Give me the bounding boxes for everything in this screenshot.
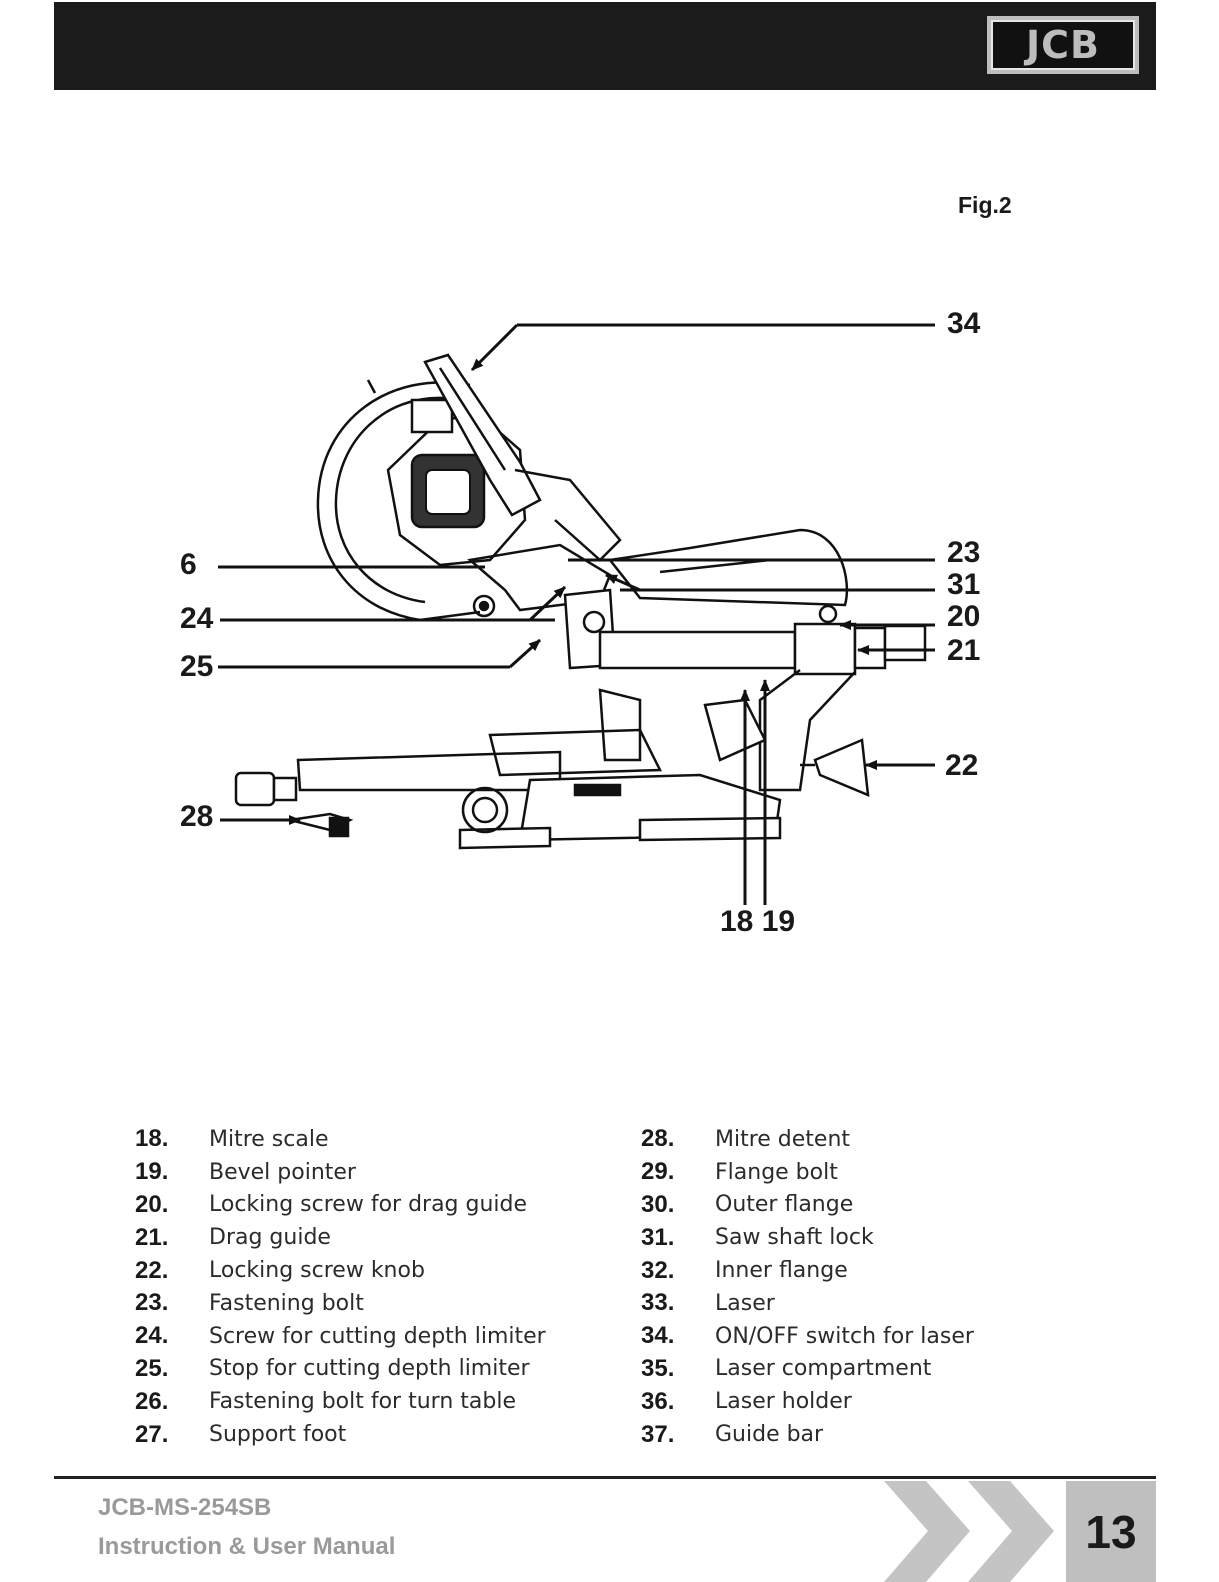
legend-item: 28. Mitre detent	[641, 1123, 974, 1156]
logo-plate: JCB	[991, 20, 1135, 70]
side-handle	[234, 771, 298, 807]
legend-text: Locking screw knob	[209, 1258, 425, 1284]
legend-number: 21.	[135, 1223, 169, 1251]
legend-text: ON/OFF switch for laser	[715, 1323, 974, 1349]
legend-item: 25. Stop for cutting depth limiter	[135, 1353, 546, 1386]
legend-number: 28.	[641, 1125, 675, 1153]
support-arm	[703, 669, 856, 792]
page-number: 13	[1085, 1505, 1137, 1558]
legend-number: 37.	[641, 1420, 675, 1448]
legend-number: 22.	[135, 1256, 169, 1284]
callout-34: 34	[947, 307, 981, 340]
legend-item: 37. Guide bar	[641, 1418, 974, 1451]
legend-number: 34.	[641, 1322, 675, 1350]
legend-number: 36.	[641, 1387, 675, 1415]
legend-text: Guide bar	[715, 1422, 824, 1448]
footer-model: JCB-MS-254SB	[98, 1494, 272, 1521]
legend-text: Fastening bolt for turn table	[209, 1389, 516, 1415]
legend-item: 34. ON/OFF switch for laser	[641, 1320, 974, 1353]
callout-21: 21	[947, 634, 981, 667]
legend-item: 26. Fastening bolt for turn table	[135, 1385, 546, 1418]
legend-item: 22. Locking screw knob	[135, 1254, 546, 1287]
motor-housing	[386, 398, 527, 567]
legend-item: 33. Laser	[641, 1287, 974, 1320]
logo-text: JCB	[1026, 23, 1100, 67]
leader-lines	[218, 323, 935, 905]
legend-item: 20. Locking screw for drag guide	[135, 1189, 546, 1222]
mitre-detent-graphic	[289, 812, 354, 838]
legend-item: 21. Drag guide	[135, 1221, 546, 1254]
legend-text: Bevel pointer	[209, 1159, 356, 1185]
legend-text: Saw shaft lock	[715, 1225, 874, 1251]
legend-text: Laser compartment	[715, 1356, 932, 1382]
legend-text: Inner flange	[715, 1258, 848, 1284]
legend-right: 28. Mitre detent 29. Flange bolt 30. Outer …	[641, 1123, 974, 1451]
legend-number: 31.	[641, 1223, 675, 1251]
legend-number: 29.	[641, 1158, 675, 1186]
callout-6: 6	[180, 548, 197, 581]
legend-text: Fastening bolt	[209, 1290, 364, 1316]
legend-number: 26.	[135, 1387, 169, 1415]
callout-23: 23	[947, 536, 981, 569]
slide-rail	[598, 528, 927, 676]
legend-number: 33.	[641, 1289, 675, 1317]
legend-text: Mitre detent	[715, 1126, 851, 1152]
legend-number: 24.	[135, 1322, 169, 1350]
legend-item: 30. Outer flange	[641, 1189, 974, 1222]
saw-handle	[423, 353, 622, 562]
legend-text: Stop for cutting depth limiter	[209, 1356, 530, 1382]
legend-item: 19. Bevel pointer	[135, 1156, 546, 1189]
legend-item: 27. Support foot	[135, 1418, 546, 1451]
jcb-logo: JCB	[987, 16, 1139, 74]
legend-number: 32.	[641, 1256, 675, 1284]
legend-text: Laser holder	[715, 1389, 852, 1415]
legend-text: Screw for cutting depth limiter	[209, 1323, 546, 1349]
legend-text: Mitre scale	[209, 1126, 329, 1152]
footer-divider	[54, 1476, 1156, 1479]
callout-31: 31	[947, 568, 981, 601]
header-bar	[54, 2, 1156, 90]
callout-25: 25	[180, 650, 214, 683]
callout-24: 24	[180, 602, 214, 635]
legend-text: Outer flange	[715, 1192, 854, 1218]
figure-label: Fig.2	[958, 192, 1012, 218]
legend-number: 30.	[641, 1190, 675, 1218]
legend-item: 35. Laser compartment	[641, 1353, 974, 1386]
legend-text: Locking screw for drag guide	[209, 1192, 528, 1218]
callout-22: 22	[945, 749, 979, 782]
legend-number: 23.	[135, 1289, 169, 1317]
mitre-saw-diagram	[218, 323, 935, 905]
legend-item: 23. Fastening bolt	[135, 1287, 546, 1320]
legend-item: 31. Saw shaft lock	[641, 1221, 974, 1254]
chevron-arrows-icon	[884, 1481, 1054, 1582]
legend-number: 27.	[135, 1420, 169, 1448]
legend-number: 35.	[641, 1354, 675, 1382]
legend-text: Laser	[715, 1290, 775, 1316]
legend-item: 24. Screw for cutting depth limiter	[135, 1320, 546, 1353]
legend-item: 29. Flange bolt	[641, 1156, 974, 1189]
footer-title: Instruction & User Manual	[98, 1533, 396, 1560]
locking-knob-graphic	[800, 738, 870, 797]
legend-item: 18. Mitre scale	[135, 1123, 546, 1156]
legend-item: 36. Laser holder	[641, 1385, 974, 1418]
callout-18-19: 18 19	[720, 905, 796, 938]
legend-text: Flange bolt	[715, 1159, 838, 1185]
legend-number: 25.	[135, 1354, 169, 1382]
legend-text: Drag guide	[209, 1225, 331, 1251]
blade-guard	[316, 379, 496, 622]
legend-text: Support foot	[209, 1422, 347, 1448]
legend-number: 18.	[135, 1125, 169, 1153]
legend-number: 19.	[135, 1158, 169, 1186]
page-number-box: 13	[1066, 1481, 1156, 1582]
callout-28: 28	[180, 800, 214, 833]
legend-number: 20.	[135, 1190, 169, 1218]
legend-item: 32. Inner flange	[641, 1254, 974, 1287]
legend-left: 18. Mitre scale 19. Bevel pointer 20. Locki…	[135, 1123, 546, 1451]
callout-20: 20	[947, 600, 981, 633]
